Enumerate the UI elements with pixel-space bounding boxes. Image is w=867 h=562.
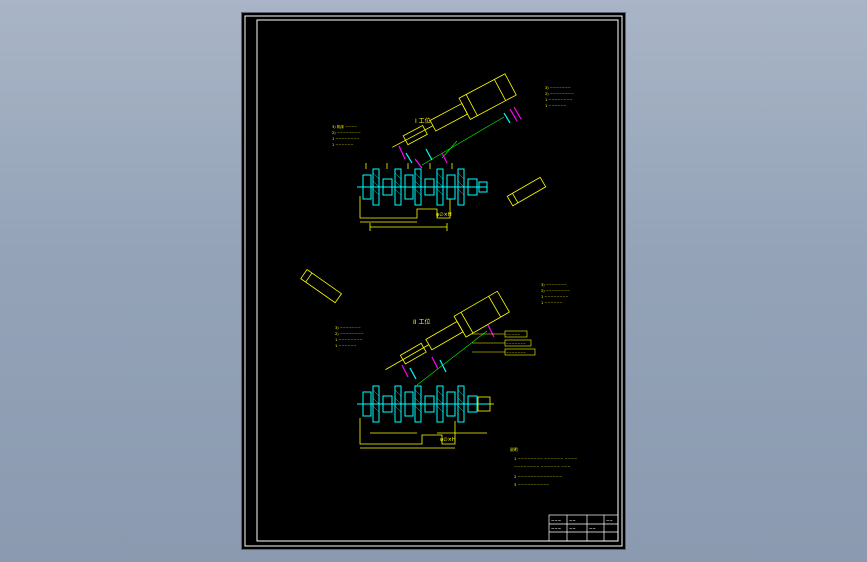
top-detail-part (506, 176, 547, 207)
bottom-detail-part (300, 269, 343, 304)
callout-text: ~~~~~ (506, 333, 520, 337)
note-line: 1 ~~~~~~~~ (335, 338, 363, 342)
note-line: 3) ~~~~~~~ (545, 86, 571, 90)
top-crankshaft (357, 168, 488, 206)
bottom-end-flange (477, 396, 494, 412)
top-crankshaft-hatching (372, 172, 465, 196)
outer-frame (244, 15, 623, 547)
note-line: 1 ~~~~~~ (332, 143, 354, 147)
bottom-magenta-markers (401, 324, 495, 378)
title-cell: ~~~ (551, 526, 561, 531)
note-line: 1 ~~~~~~~~ (541, 295, 569, 299)
note-line: 1 ~~~~~~~~ (545, 98, 573, 102)
title-block-text: ~~~ ~~ ~~ ~~~ ~~ ~~ (551, 518, 613, 531)
top-station-view: φ∅×H (332, 73, 574, 231)
bottom-cyan-markers (409, 359, 447, 380)
bottom-crankshaft (357, 385, 490, 423)
inner-frame (256, 19, 619, 542)
top-magenta-markers (398, 106, 522, 169)
top-yellow-locators (365, 163, 453, 169)
bottom-spindle-lines (416, 330, 488, 386)
bottom-fixture-base (359, 418, 487, 449)
tech-notes-title: 说明 (510, 447, 518, 452)
technical-notes: 说明 1 ~~~~~~~~ ~~~~~~ ~~~~ ~~~~~~~~ ~~~~~… (510, 447, 577, 487)
note-line: 3) ~~~~~~~ (335, 326, 361, 330)
note-line: 1 ~~~~~~ (335, 344, 357, 348)
bottom-notes-left: 3) ~~~~~~~ 2) ~~~~~~~~ 1 ~~~~~~~~ 1 ~~~~… (335, 326, 364, 348)
note-line: 3) ~~~~~~~ (541, 283, 567, 287)
bottom-station-label: II 工位 (413, 318, 430, 326)
note-line: 2) ~~~~~~~~ (545, 92, 574, 96)
note-line: 1 ~~~~~~~~ (332, 137, 360, 141)
bottom-crankshaft-hatching (372, 389, 465, 413)
bottom-station-view: φ∅×H (300, 269, 570, 449)
bottom-drill-head (385, 290, 510, 370)
top-drill-head (392, 73, 517, 148)
tech-note-line: 3 ~~~~~~~~~~ (514, 482, 549, 487)
tech-note-line: 2 ~~~~~~~~~~~~~~ (514, 474, 562, 479)
callout-text: ~~~~~~~ (506, 342, 526, 346)
bottom-notes-right: 3) ~~~~~~~ 2) ~~~~~~~~ 1 ~~~~~~~~ 1 ~~~~… (541, 283, 570, 305)
title-cell: ~~~ (551, 518, 561, 523)
top-spindle-lines (421, 116, 505, 166)
title-cell: ~~ (606, 518, 613, 523)
note-line: 2) ~~~~~~~~ (332, 131, 361, 135)
title-cell: ~~ (569, 526, 576, 531)
top-dim-label: φ∅×H (436, 212, 452, 218)
title-block (548, 514, 619, 542)
tech-note-line: ~~~~~~~~ ~~~~~~ ~~~ (514, 464, 571, 469)
note-line: 2) ~~~~~~~~ (335, 332, 364, 336)
note-line: 3) 机床 ~~~~ (332, 124, 357, 129)
bottom-dim-label: φ∅×H (440, 437, 456, 443)
top-notes-right: 3) ~~~~~~~ 2) ~~~~~~~~ 1 ~~~~~~~~ 1 ~~~~… (545, 86, 574, 108)
top-station-label: I 工位 (415, 117, 431, 125)
drawing-sheet: φ∅×H (242, 13, 625, 549)
tech-note-line: 1 ~~~~~~~~ ~~~~~~ ~~~~ (514, 456, 577, 461)
top-notes-left: 3) 机床 ~~~~ 2) ~~~~~~~~ 1 ~~~~~~~~ 1 ~~~~… (332, 124, 361, 147)
top-fixture-base (359, 196, 451, 231)
bottom-boxed-callouts (472, 330, 536, 356)
note-line: 2) ~~~~~~~~ (541, 289, 570, 293)
note-line: 1 ~~~~~~ (545, 104, 567, 108)
title-cell: ~~ (589, 526, 596, 531)
drawing-canvas: φ∅×H (244, 15, 623, 547)
top-cyan-markers (405, 112, 511, 164)
title-cell: ~~ (569, 518, 576, 523)
callout-text: ~~~~~~~ (506, 351, 526, 355)
note-line: 1 ~~~~~~ (541, 301, 563, 305)
